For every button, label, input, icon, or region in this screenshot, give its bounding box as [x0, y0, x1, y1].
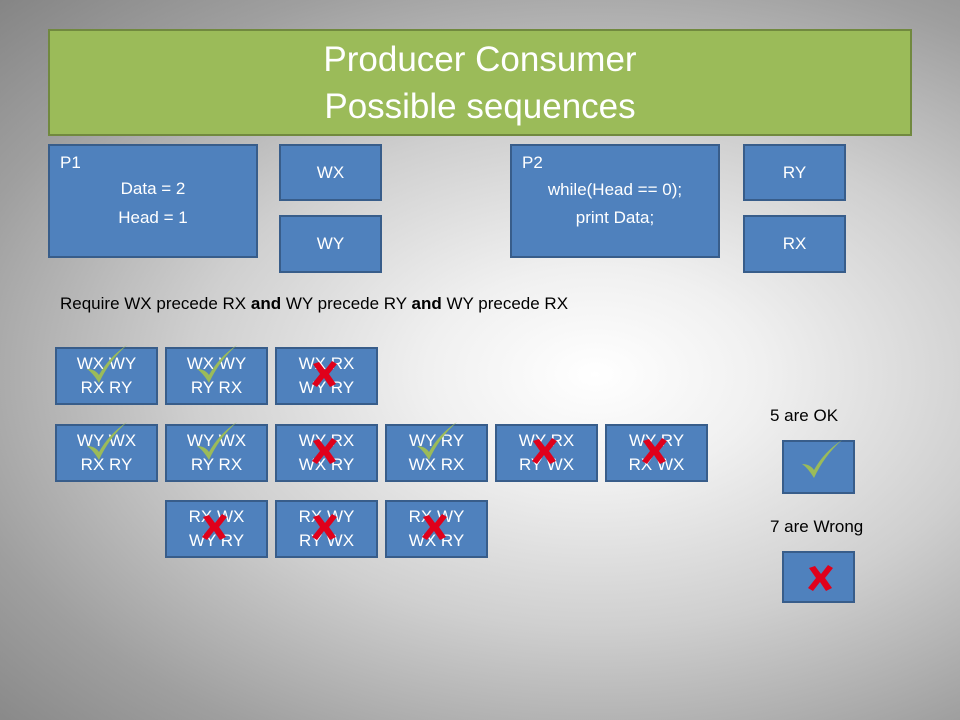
sequence-line-1: WY RX: [518, 431, 575, 450]
sequence-line-1: RX WX: [188, 507, 245, 526]
p2-print-line: print Data;: [575, 208, 655, 227]
p2-while-line: while(Head == 0);: [547, 180, 683, 199]
sequence-box: WY WX RX RY: [55, 424, 158, 482]
process-p2-box: P2 while(Head == 0); print Data;: [510, 144, 720, 258]
wrong-count-text: 7 are Wrong: [770, 517, 864, 536]
op-wx-box: WX: [279, 144, 382, 201]
sequence-line-2: RY WX: [518, 455, 575, 474]
requirement-part-3: WY precede RX: [441, 294, 569, 313]
ok-count-text: 5 are OK: [770, 406, 839, 425]
requirement-part-1: Require WX precede RX: [60, 294, 251, 313]
op-wy-box: WY: [279, 215, 382, 273]
sequence-line-2: RX RY: [80, 455, 133, 474]
sequence-box: WX WY RY RX: [165, 347, 268, 405]
sequence-line-1: WY WX: [76, 431, 137, 450]
sequence-box: WX WY RX RY: [55, 347, 158, 405]
sequence-line-2: WX RX: [408, 455, 465, 474]
sequence-box: WY RX RY WX: [495, 424, 598, 482]
sequence-line-2: WX RY: [408, 531, 465, 550]
sequence-line-1: WY RY: [628, 431, 685, 450]
sequence-line-1: WY RX: [298, 431, 355, 450]
p1-data-line: Data = 2: [120, 179, 186, 198]
sequence-line-2: WY RY: [298, 378, 355, 397]
requirement-part-2: WY precede RY: [281, 294, 412, 313]
sequence-line-2: WX RY: [298, 455, 355, 474]
sequence-line-2: RX RY: [80, 378, 133, 397]
sequence-line-2: RX WX: [628, 455, 685, 474]
title-line-2: Possible sequences: [324, 86, 636, 126]
requirement-text: Require WX precede RX and WY precede RY …: [60, 294, 568, 314]
sequence-box: WY RY RX WX: [605, 424, 708, 482]
slide-title: Producer Consumer Possible sequences: [48, 29, 912, 136]
op-rx-box: RX: [743, 215, 846, 273]
requirement-and-2: and: [411, 294, 442, 313]
p1-head-line: Head = 1: [118, 208, 188, 227]
sequence-line-1: WY RY: [408, 431, 465, 450]
sequence-line-2: RY RX: [190, 378, 243, 397]
sequence-line-1: WX WY: [76, 354, 137, 373]
op-ry-box: RY: [743, 144, 846, 201]
p2-label: P2: [522, 153, 543, 172]
sequence-line-2: RY RX: [190, 455, 243, 474]
check-icon: [802, 440, 842, 478]
sequence-line-1: RX WY: [408, 507, 465, 526]
ok-legend-box: [782, 440, 855, 494]
sequence-box: WX RX WY RY: [275, 347, 378, 405]
cross-icon: [808, 565, 833, 591]
sequence-line-1: WX WY: [186, 354, 247, 373]
sequence-line-2: RY WX: [298, 531, 355, 550]
requirement-and-1: and: [250, 294, 282, 313]
sequence-box: WY RY WX RX: [385, 424, 488, 482]
p1-label: P1: [60, 153, 81, 172]
sequence-line-1: WX RX: [298, 354, 355, 373]
sequence-box: RX WY RY WX: [275, 500, 378, 558]
sequence-line-1: RX WY: [298, 507, 355, 526]
sequence-box: WY RX WX RY: [275, 424, 378, 482]
sequence-box: RX WX WY RY: [165, 500, 268, 558]
wrong-legend-box: [782, 551, 855, 603]
process-p1-box: P1 Data = 2 Head = 1: [48, 144, 258, 258]
sequence-line-2: WY RY: [188, 531, 245, 550]
sequence-box: WY WX RY RX: [165, 424, 268, 482]
sequence-box: RX WY WX RY: [385, 500, 488, 558]
title-line-1: Producer Consumer: [323, 39, 637, 79]
sequence-line-1: WY WX: [186, 431, 247, 450]
